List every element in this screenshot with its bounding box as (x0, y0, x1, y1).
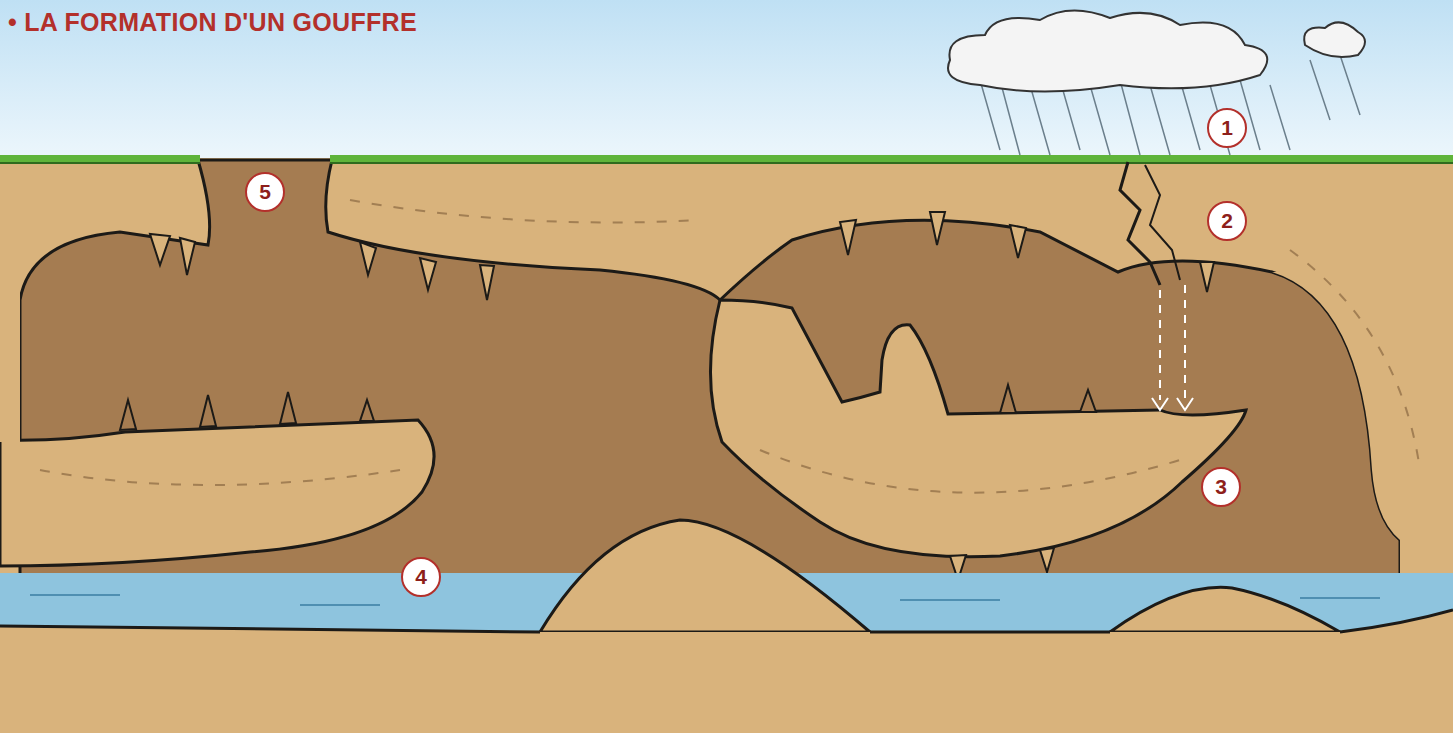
callout-number: 4 (401, 557, 441, 597)
callout-number: 5 (245, 172, 285, 212)
diagram-title: • LA FORMATION D'UN GOUFFRE (8, 8, 417, 37)
callout-number: 2 (1207, 201, 1247, 241)
callout-number: 3 (1201, 467, 1241, 507)
callout-number: 1 (1207, 108, 1247, 148)
